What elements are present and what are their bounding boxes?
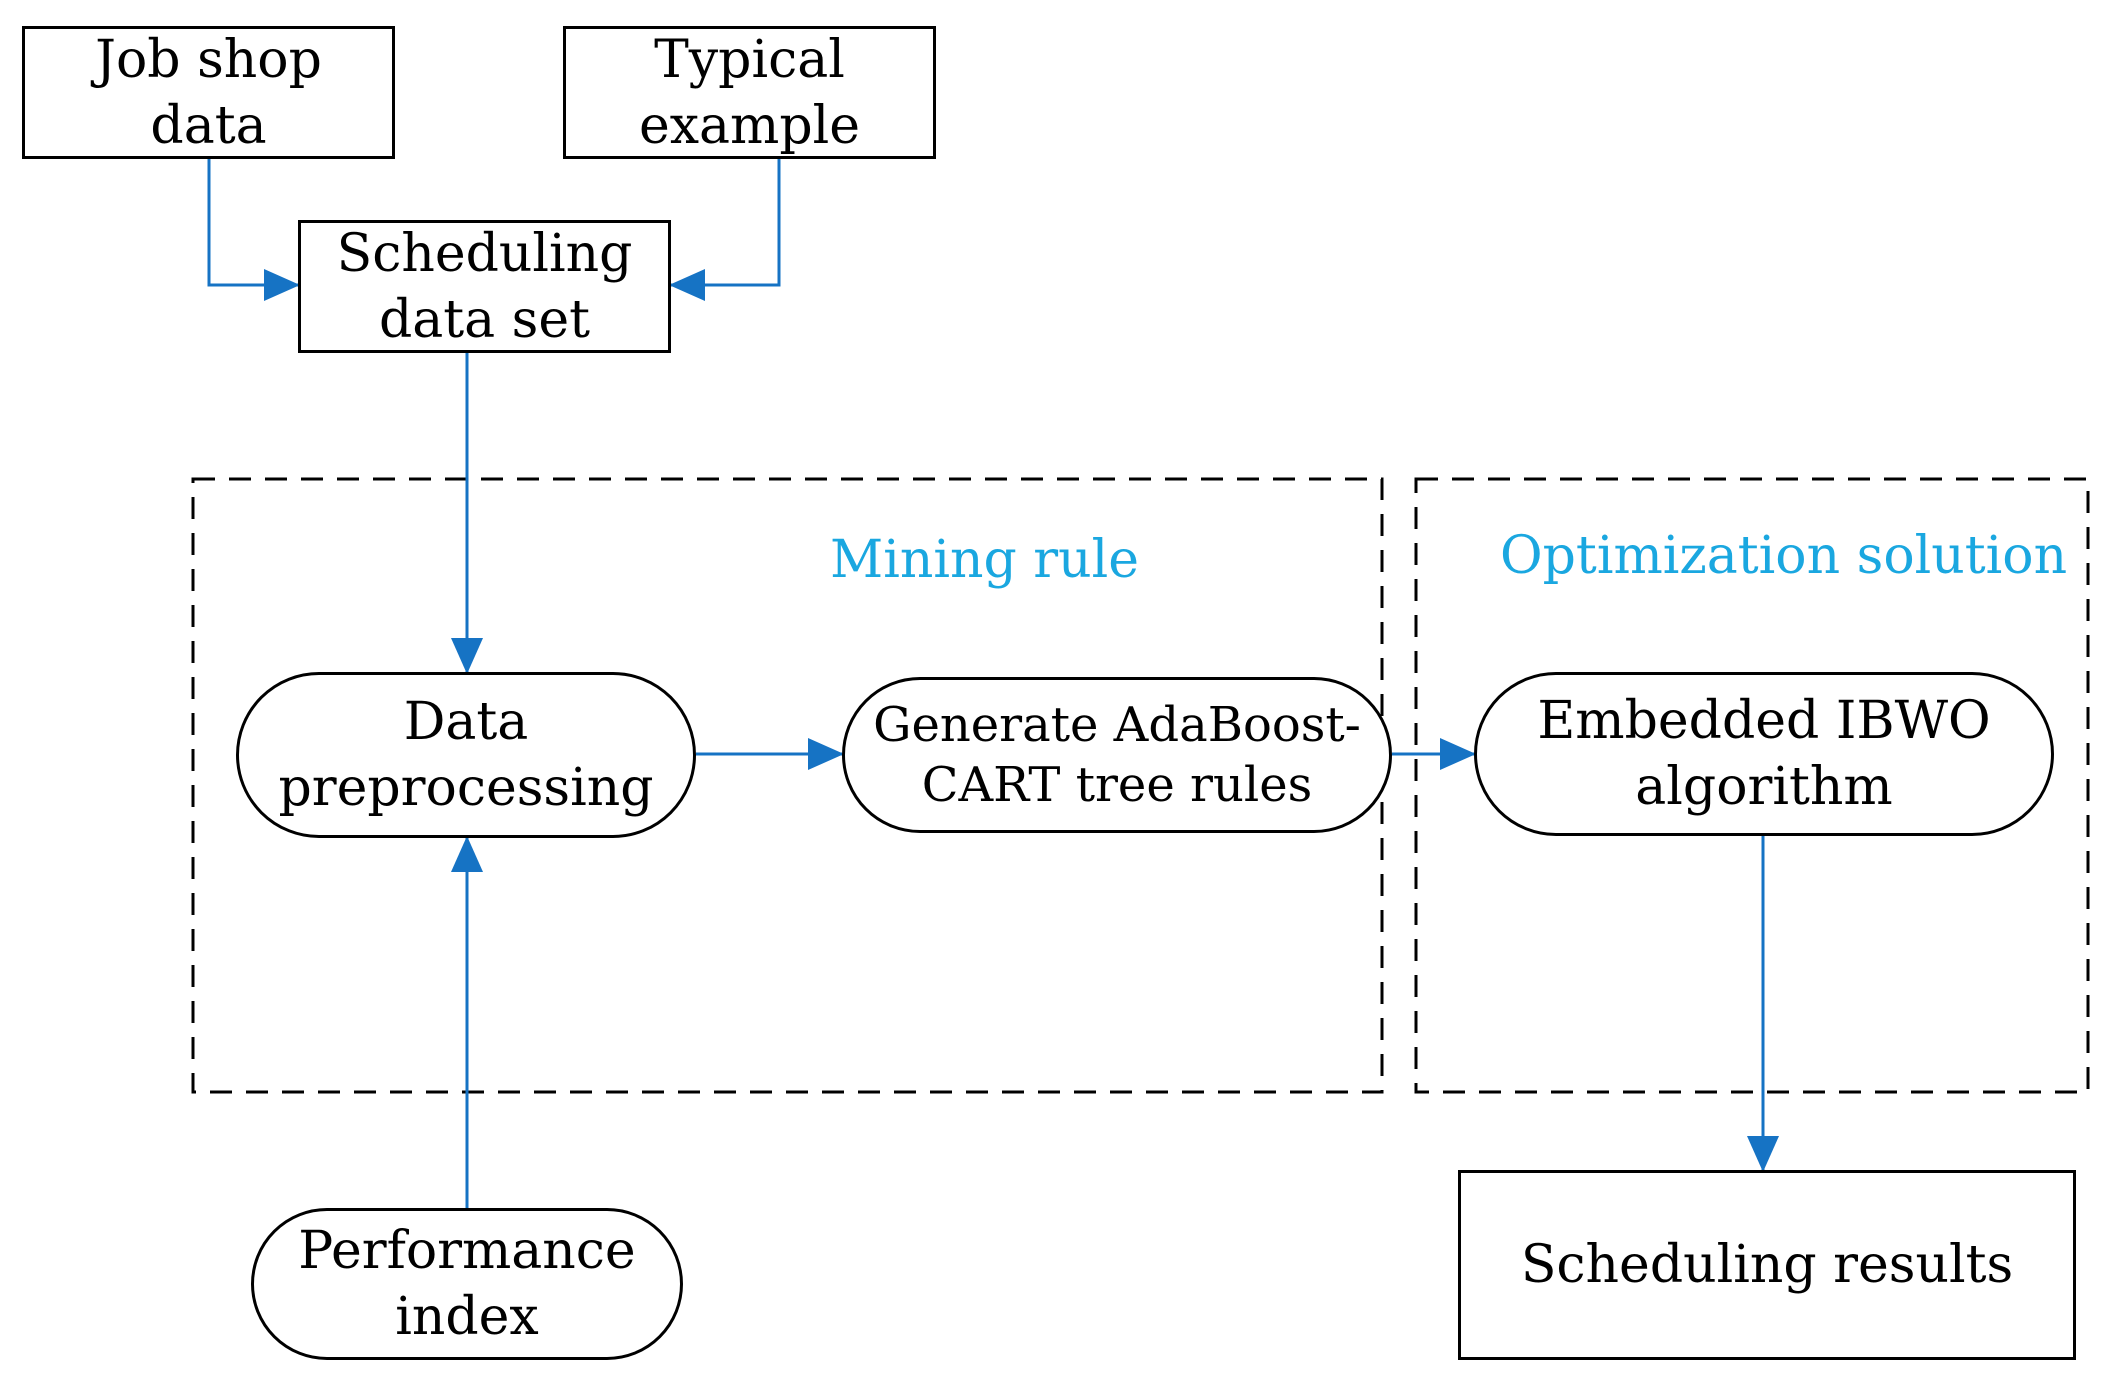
optimization-solution-label: Optimization solution <box>1500 526 2068 586</box>
performance-index-line-1: Performance <box>298 1221 636 1281</box>
data-preprocessing-line-2: preprocessing <box>278 758 654 818</box>
job-shop-data-line-1: Job shop <box>95 29 322 90</box>
embedded-ibwo-line-2: algorithm <box>1635 757 1893 817</box>
generate-rules-line-1: Generate AdaBoost- <box>873 697 1361 753</box>
embedded-ibwo-line-1: Embedded IBWO <box>1537 691 1991 751</box>
data-preprocessing-line-1: Data <box>403 692 529 752</box>
typical-example-line-1: Typical <box>654 29 845 90</box>
scheduling-data-set-line-2: data set <box>378 289 591 350</box>
optimization-group-box <box>1414 477 2090 1094</box>
performance-index-node: Performance index <box>251 1208 683 1360</box>
embedded-ibwo-node: Embedded IBWO algorithm <box>1474 672 2054 836</box>
performance-index-line-2: index <box>395 1287 539 1347</box>
generate-rules-node: Generate AdaBoost- CART tree rules <box>842 677 1392 833</box>
scheduling-data-set-box: Scheduling data set <box>298 220 671 353</box>
data-preprocessing-node: Data preprocessing <box>236 672 696 838</box>
job-shop-data-line-2: data <box>150 95 267 156</box>
scheduling-results-label: Scheduling results <box>1520 1235 2014 1295</box>
arrow-jobshop-to-dataset <box>207 159 300 301</box>
typical-example-box: Typical example <box>563 26 936 159</box>
typical-example-line-2: example <box>638 95 861 156</box>
arrow-typical-to-dataset <box>669 159 781 301</box>
generate-rules-line-2: CART tree rules <box>921 757 1313 813</box>
scheduling-results-box: Scheduling results <box>1458 1170 2076 1360</box>
scheduling-data-set-line-1: Scheduling <box>336 223 633 284</box>
mining-rule-label: Mining rule <box>830 530 1140 590</box>
job-shop-data-box: Job shop data <box>22 26 395 159</box>
